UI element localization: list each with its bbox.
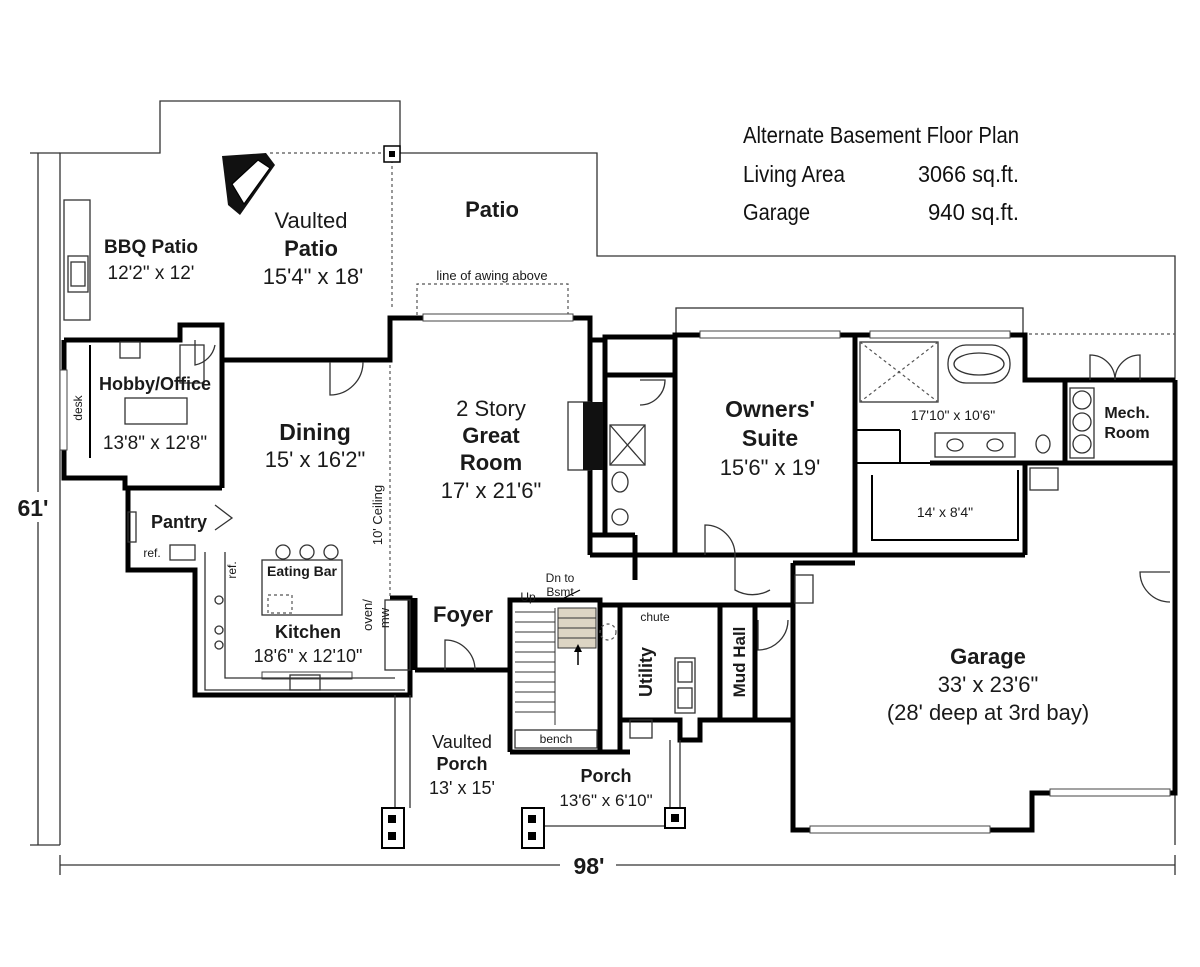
great-room-name-2: Room bbox=[460, 450, 522, 475]
owners-suite-size: 15'6" x 19' bbox=[720, 455, 821, 480]
mud-hall-name: Mud Hall bbox=[730, 627, 749, 698]
stairs-down-label-1: Dn to bbox=[546, 571, 575, 585]
dining-size: 15' x 16'2" bbox=[265, 447, 366, 472]
stairs-up-label: Up bbox=[520, 590, 536, 604]
pantry-name: Pantry bbox=[151, 512, 207, 532]
pantry-ref-label: ref. bbox=[143, 546, 160, 560]
plan-title: Alternate Basement Floor Plan bbox=[743, 122, 1019, 148]
vaulted-porch-prefix: Vaulted bbox=[432, 732, 492, 752]
garage-note: (28' deep at 3rd bay) bbox=[887, 700, 1089, 725]
vaulted-patio-size: 15'4" x 18' bbox=[263, 264, 364, 289]
great-room-name-1: Great bbox=[462, 423, 520, 448]
bench-label: bench bbox=[540, 732, 573, 746]
fixtures bbox=[119, 341, 1095, 749]
foyer-name: Foyer bbox=[433, 602, 493, 627]
great-room-prefix: 2 Story bbox=[456, 396, 526, 421]
kitchen-size: 18'6" x 12'10" bbox=[254, 646, 363, 666]
owners-bath-size: 17'10" x 10'6" bbox=[911, 407, 996, 423]
doors bbox=[194, 340, 1171, 671]
hobby-office-name: Hobby/Office bbox=[99, 374, 211, 394]
bbq-grill bbox=[63, 199, 91, 321]
oven-label: oven/ bbox=[360, 599, 375, 631]
garage-name: Garage bbox=[950, 644, 1026, 669]
hobby-office-size: 13'8" x 12'8" bbox=[103, 433, 207, 454]
patio-name: Patio bbox=[465, 197, 519, 222]
owners-closet-size: 14' x 8'4" bbox=[917, 504, 973, 520]
rear-deck-edge bbox=[675, 307, 1024, 335]
porch-name: Porch bbox=[580, 766, 631, 786]
bbq-patio-name: BBQ Patio bbox=[104, 237, 198, 258]
living-area-label: Living Area bbox=[743, 161, 845, 187]
awning-label: line of awing above bbox=[436, 268, 547, 283]
utility-name: Utility bbox=[636, 647, 656, 697]
eating-bar-label: Eating Bar bbox=[267, 563, 338, 579]
desk-label: desk bbox=[71, 394, 85, 420]
outdoor-fireplace bbox=[222, 153, 275, 215]
vaulted-porch-name: Porch bbox=[436, 754, 487, 774]
ceiling-label: 10' Ceiling bbox=[370, 485, 385, 545]
kitchen-name: Kitchen bbox=[275, 622, 341, 642]
garage-area-value: 940 sq.ft. bbox=[928, 199, 1019, 225]
owners-suite-name-1: Owners' bbox=[725, 396, 815, 422]
stairs-down-label-2: Bsmt bbox=[546, 585, 574, 599]
living-area-value: 3066 sq.ft. bbox=[918, 161, 1019, 187]
depth-dimension: 61' bbox=[17, 495, 48, 521]
dimension-lines bbox=[14, 152, 1176, 880]
dining-name: Dining bbox=[279, 419, 351, 445]
kitchen-island bbox=[261, 559, 343, 616]
stairs bbox=[515, 589, 617, 725]
garage-size: 33' x 23'6" bbox=[938, 672, 1039, 697]
porch-posts bbox=[381, 695, 686, 849]
bbq-patio-size: 12'2" x 12' bbox=[108, 263, 195, 284]
vaulted-patio-name: Patio bbox=[284, 236, 338, 261]
great-room-size: 17' x 21'6" bbox=[441, 478, 542, 503]
awning-line bbox=[416, 283, 569, 315]
vaulted-porch-size: 13' x 15' bbox=[429, 778, 495, 798]
mech-room-name-2: Room bbox=[1104, 425, 1149, 442]
owners-suite-name-2: Suite bbox=[742, 425, 798, 451]
walls bbox=[61, 315, 1178, 833]
kitchen-ref-label: ref. bbox=[225, 561, 239, 578]
vaulted-patio-prefix: Vaulted bbox=[275, 208, 348, 233]
mech-room-name-1: Mech. bbox=[1104, 405, 1149, 422]
chute-label: chute bbox=[640, 610, 670, 624]
porch-size: 13'6" x 6'10" bbox=[559, 791, 652, 810]
garage-area-label: Garage bbox=[743, 199, 810, 225]
width-dimension: 98' bbox=[573, 853, 604, 879]
mw-label: mw bbox=[377, 607, 392, 628]
